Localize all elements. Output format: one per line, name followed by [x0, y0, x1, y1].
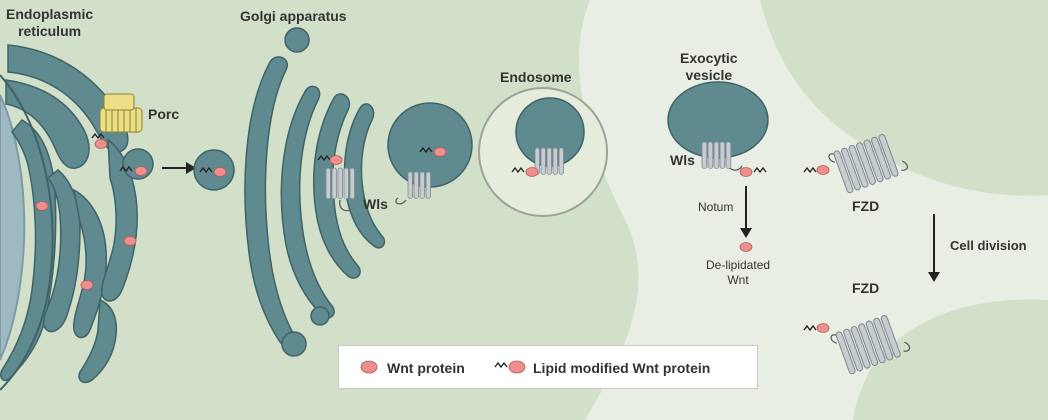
fzd-receptor-bottom — [830, 314, 911, 376]
label-fzd-top: FZD — [852, 198, 880, 214]
label-cell-division: Cell division — [950, 238, 1027, 253]
fzd-receptor-top — [828, 133, 908, 194]
wls-receptor-golgi-vesicle — [395, 171, 431, 205]
nucleus — [0, 94, 26, 361]
right-upper-cell — [760, 0, 1048, 196]
label-line: Endoplasmic — [6, 6, 94, 22]
label-line: reticulum — [18, 23, 82, 39]
legend: Wnt protein Lipid modified Wnt protein — [338, 345, 758, 389]
label-delipidated-wnt: De-lipidated Wnt — [706, 258, 770, 288]
label-fzd-bottom: FZD — [852, 280, 880, 296]
label-wls-vesicle: Wls — [670, 152, 695, 168]
label-line: Wnt — [727, 273, 749, 287]
right-lower-cell — [853, 299, 1048, 420]
porc-protein — [99, 93, 143, 133]
label-notum: Notum — [698, 200, 734, 214]
wnt-proteins — [35, 132, 830, 333]
label-line: Exocytic — [680, 50, 738, 66]
exocytic-vesicle — [667, 81, 769, 171]
endosome — [478, 87, 608, 217]
legend-symbols — [360, 360, 526, 374]
transport-vesicle — [193, 149, 235, 191]
label-line: vesicle — [685, 67, 733, 83]
legend-lipid-modified: Lipid modified Wnt protein — [533, 360, 711, 376]
wls-receptor-golgi — [325, 167, 355, 212]
label-line: De-lipidated — [706, 258, 771, 272]
label-porc: Porc — [148, 106, 180, 122]
lipid-tail-legend-icon — [494, 361, 508, 369]
label-endoplasmic-reticulum: Endoplasmic reticulum — [6, 6, 93, 40]
golgi-apparatus — [244, 27, 473, 357]
label-endosome: Endosome — [500, 69, 572, 85]
label-golgi-apparatus: Golgi apparatus — [240, 8, 347, 24]
label-exocytic-vesicle: Exocytic vesicle — [680, 50, 738, 84]
wnt-protein-legend-icon — [360, 360, 378, 374]
legend-wnt-protein: Wnt protein — [387, 360, 465, 376]
label-wls-golgi: Wls — [363, 196, 388, 212]
